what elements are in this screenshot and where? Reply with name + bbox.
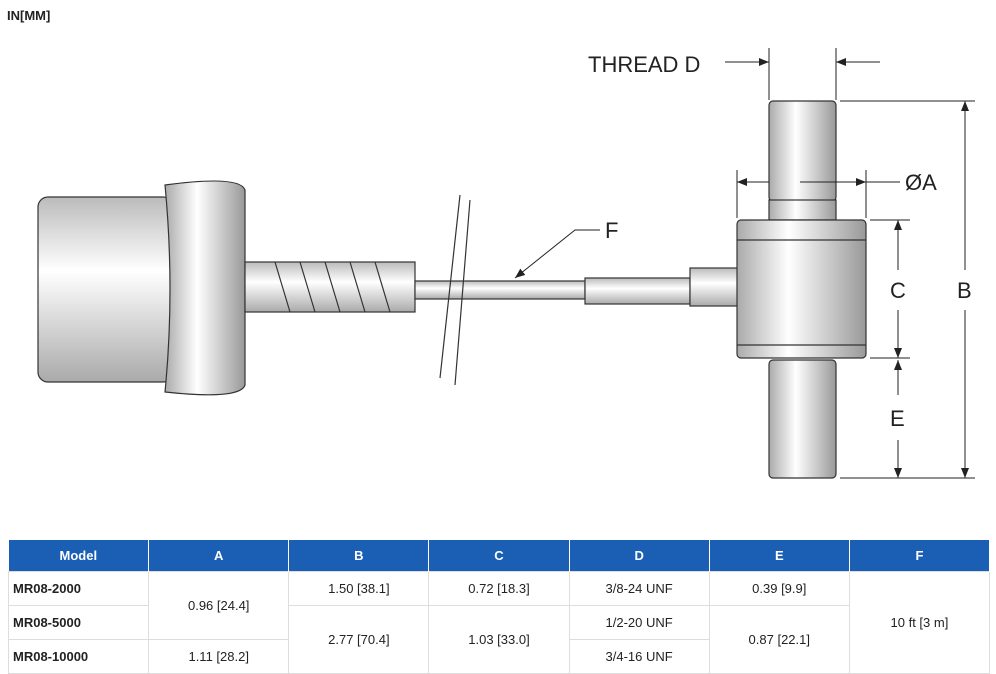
table-row: MR08-5000 2.77 [70.4] 1.03 [33.0] 1/2-20… [7, 605, 990, 674]
strain-relief [244, 261, 416, 313]
cell-body [736, 219, 867, 359]
load-cell-drawing: THREAD D ØA C B E F [37, 48, 975, 479]
header-f: F [849, 540, 991, 572]
cable [414, 280, 586, 300]
a-cell: 1.11 [28.2] [148, 639, 290, 674]
header-b: B [288, 540, 430, 572]
e-label: E [890, 406, 905, 431]
model-cell: MR08-5000 [7, 605, 150, 640]
top-stud [768, 100, 837, 202]
connector-body [37, 196, 174, 383]
table-header: Model A B C D E F [8, 540, 991, 572]
table-row: MR08-10000 1.11 [28.2] 3/4-16 UNF [7, 639, 990, 674]
cable-nut [689, 267, 739, 307]
dia-a-label: ØA [905, 170, 937, 195]
d-cell: 3/8-24 UNF [568, 571, 710, 606]
c-label: C [890, 278, 906, 303]
header-c: C [428, 540, 570, 572]
e-cell: 0.39 [9.9] [708, 571, 850, 606]
header-a: A [148, 540, 290, 572]
header-model: Model [8, 540, 150, 572]
b-cell: 2.77 [70.4] [288, 605, 430, 674]
model-cell: MR08-10000 [7, 639, 150, 674]
header-d: D [569, 540, 710, 572]
units-label: IN[MM] [7, 8, 51, 23]
a-cell: 0.96 [24.4] [148, 571, 290, 640]
d-cell: 1/2-20 UNF [568, 605, 710, 640]
f-label: F [605, 218, 618, 243]
table-row: MR08-2000 0.96 [24.4] 1.50 [38.1] 0.72 [… [7, 571, 991, 674]
cable-sleeve [584, 277, 691, 305]
d-cell: 3/4-16 UNF [568, 639, 710, 674]
thread-d-label: THREAD D [588, 52, 700, 77]
c-cell: 0.72 [18.3] [428, 571, 570, 606]
model-cell: MR08-2000 [7, 571, 150, 606]
b-label: B [957, 278, 972, 303]
connector-cap [164, 180, 246, 396]
f-cell: 10 ft [3 m] [848, 571, 991, 674]
header-e: E [709, 540, 850, 572]
dimensions-table: Model A B C D E F MR08-2000 0.96 [24.4] … [7, 540, 991, 674]
c-cell: 1.03 [33.0] [428, 605, 570, 674]
e-cell: 0.87 [22.1] [708, 605, 850, 674]
b-cell: 1.50 [38.1] [288, 571, 430, 606]
bottom-stud [768, 359, 837, 479]
